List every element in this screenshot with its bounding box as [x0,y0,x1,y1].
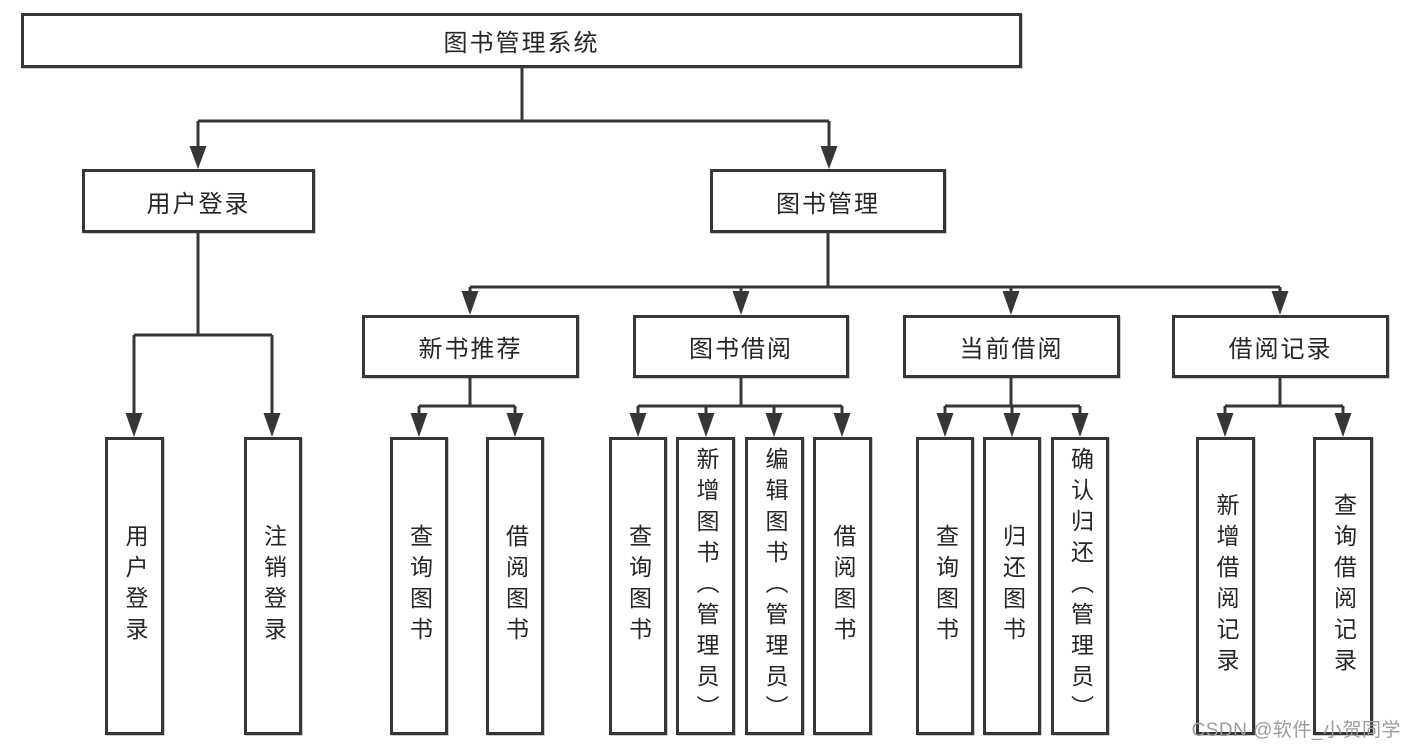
leaf-query-borrow-record: 查询借阅记录 [1313,437,1373,735]
leaf-add-borrow-record-label: 新增借阅记录 [1213,493,1239,679]
node-root-label: 图书管理系统 [443,30,600,57]
leaf-add-borrow-record: 新增借阅记录 [1196,437,1255,735]
leaf-add-book-admin-label: 新增图书（管理员） [693,446,719,726]
leaf-query-books-recommend-label: 查询图书 [406,524,433,648]
leaf-confirm-return-admin-label: 确认归还（管理员） [1067,446,1094,726]
leaf-logout: 注销登录 [244,437,302,735]
leaf-return-book: 归还图书 [983,437,1041,735]
leaf-query-books-borrow: 查询图书 [609,437,667,735]
node-user-login: 用户登录 [82,169,315,233]
node-book-borrow-label: 图书借阅 [689,336,793,363]
leaf-query-books-borrow-label: 查询图书 [625,524,652,648]
node-book-borrow: 图书借阅 [633,315,849,378]
leaf-confirm-return-admin: 确认归还（管理员） [1051,437,1109,735]
leaf-add-book-admin: 新增图书（管理员） [676,437,735,735]
leaf-query-borrow-record-label: 查询借阅记录 [1330,493,1357,679]
leaf-edit-book-admin: 编辑图书（管理员） [745,437,804,735]
csdn-watermark: CSDN @软件_小贺同学 [1191,720,1401,741]
leaf-edit-book-admin-label: 编辑图书（管理员） [762,446,788,726]
leaf-query-books-current: 查询图书 [916,437,974,735]
node-new-book-recommend-label: 新书推荐 [418,336,523,363]
leaf-query-books-current-label: 查询图书 [932,524,959,648]
node-book-management: 图书管理 [710,169,946,233]
node-current-borrow: 当前借阅 [903,315,1120,378]
leaf-logout-label: 注销登录 [260,524,287,648]
node-root: 图书管理系统 [21,13,1022,68]
leaf-query-books-recommend: 查询图书 [390,437,448,735]
node-book-management-label: 图书管理 [776,190,880,218]
leaf-user-login-label: 用户登录 [122,524,148,648]
leaf-borrow-books-borrow: 借阅图书 [813,437,872,735]
node-new-book-recommend: 新书推荐 [362,315,579,378]
leaf-borrow-books-recommend-label: 借阅图书 [502,524,529,648]
node-user-login-label: 用户登录 [146,190,251,218]
leaf-borrow-books-recommend: 借阅图书 [486,437,544,735]
leaf-borrow-books-borrow-label: 借阅图书 [830,524,856,648]
leaf-user-login: 用户登录 [105,437,164,735]
node-borrow-records: 借阅记录 [1172,315,1389,378]
node-current-borrow-label: 当前借阅 [959,336,1064,363]
node-borrow-records-label: 借阅记录 [1228,336,1333,363]
leaf-return-book-label: 归还图书 [999,524,1026,648]
